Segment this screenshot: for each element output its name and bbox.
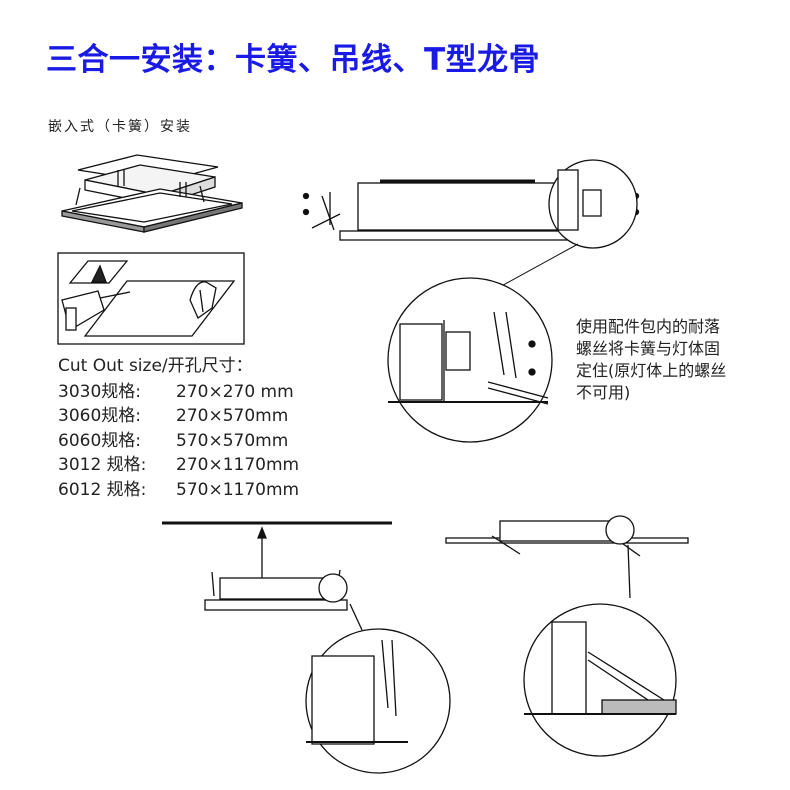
cutout-row: 3012 规格: 270×1170mm [58, 453, 299, 478]
section-subtitle: 嵌入式（卡簧）安装 [48, 119, 192, 135]
cutout-spec: 6060规格: [58, 430, 141, 451]
screw-instruction-note: 使用配件包内的耐落 螺丝将卡簧与灯体固 定住(原灯体上的螺丝 不可用) [576, 316, 776, 404]
note-line: 定住(原灯体上的螺丝 [576, 361, 727, 380]
cutout-row: 6060规格: 570×570mm [58, 429, 299, 454]
magnified-spring-detail [387, 277, 553, 443]
cutout-size: 270×1170mm [176, 455, 300, 475]
cutout-size: 270×570mm [176, 406, 289, 426]
cutout-size: 570×570mm [176, 430, 289, 451]
cutout-spec: 3030规格: [58, 381, 141, 402]
cutout-size: 270×270 mm [176, 381, 294, 402]
cutout-spec: 6012 规格: [58, 479, 147, 500]
insertion-step [162, 521, 451, 774]
cutout-spec: 3012 规格: [58, 455, 147, 475]
cutout-size: 570×1170mm [176, 479, 300, 500]
cutout-size-table: Cut Out size/开孔尺寸： 3030规格: 270×270 mm 30… [58, 354, 299, 502]
note-line: 螺丝将卡簧与灯体固 [576, 339, 721, 358]
cutout-spec: 3060规格: [58, 406, 141, 426]
note-line: 不可用) [576, 383, 631, 402]
installed-step [445, 515, 689, 757]
cutting-illustration [57, 252, 245, 345]
cutout-heading: Cut Out size/开孔尺寸： [58, 356, 253, 376]
page-title: 三合一安装：卡簧、吊线、T型龙骨 [46, 42, 541, 78]
cutout-row: 6012 规格: 570×1170mm [58, 478, 299, 503]
note-line: 使用配件包内的耐落 [576, 317, 721, 336]
cutout-row: 3030规格: 270×270 mm [58, 380, 299, 405]
perspective-panel-illustration [61, 154, 243, 233]
cutout-row: 3060规格: 270×570mm [58, 404, 299, 429]
